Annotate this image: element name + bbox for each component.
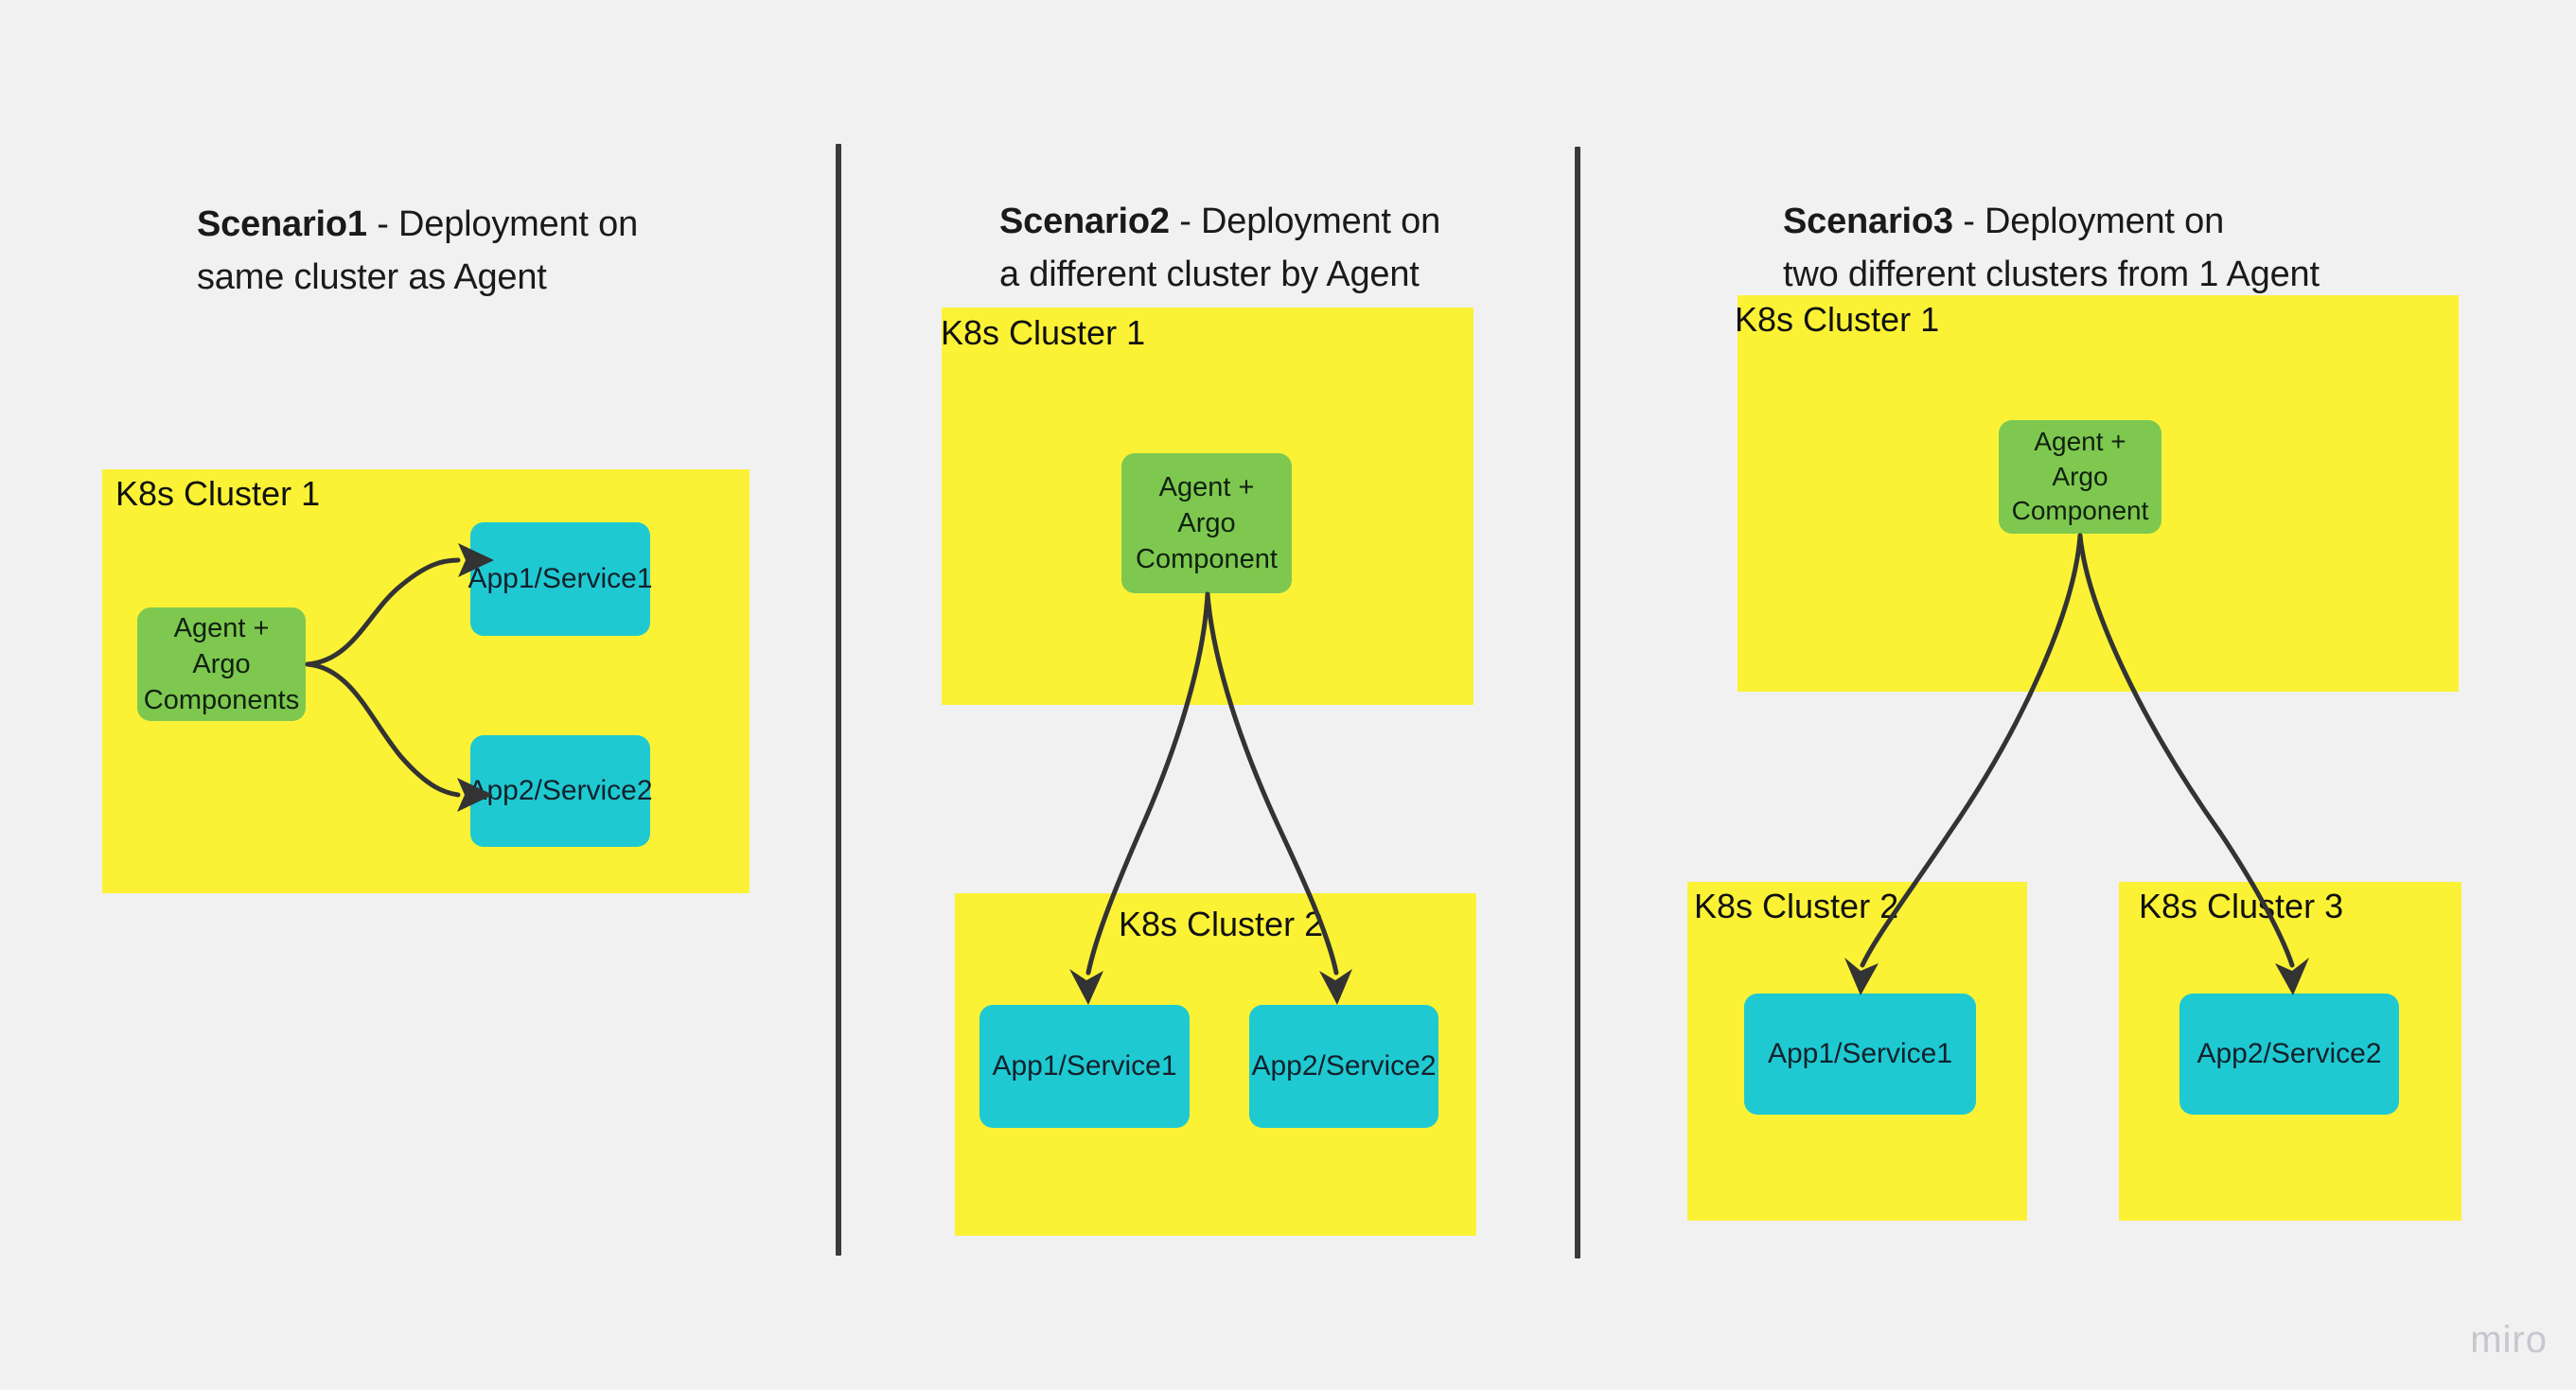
scenario1-title-strong: Scenario1	[197, 204, 367, 245]
scenario1-app2-service2[interactable]: App2/Service2	[468, 735, 653, 847]
scenario2-app1-service1[interactable]: App1/Service1	[979, 1005, 1190, 1128]
scenario3-title: Scenario3 - Deployment on two different …	[1783, 144, 2464, 301]
column-divider-2	[1575, 147, 1580, 1258]
scenario1-cluster-1-label: K8s Cluster 1	[115, 474, 321, 513]
scenario1-title-rest: - Deployment on same cluster as Agent	[197, 204, 639, 297]
scenario3-cluster-2-label: K8s Cluster 2	[1694, 887, 1899, 925]
scenario2-agent-argo-component[interactable]: Agent + Argo Component	[1121, 453, 1292, 593]
scenario2-app2-service2[interactable]: App2/Service2	[1249, 1005, 1438, 1128]
scenario3-app1-service1[interactable]: App1/Service1	[1744, 994, 1976, 1115]
scenario2-title-strong: Scenario2	[999, 202, 1170, 242]
scenario3-cluster-1-label: K8s Cluster 1	[1735, 300, 1940, 339]
scenario2-cluster-2-label: K8s Cluster 2	[1119, 905, 1324, 943]
scenario3-cluster-3-label: K8s Cluster 3	[2139, 887, 2344, 925]
scenario1-title: Scenario1 - Deployment on same cluster a…	[197, 147, 784, 304]
scenario3-title-strong: Scenario3	[1783, 202, 1953, 242]
scenario3-app2-service2[interactable]: App2/Service2	[2179, 994, 2399, 1115]
scenario3-agent-argo-component[interactable]: Agent + Argo Component	[1999, 420, 2161, 534]
scenario3-title-rest: - Deployment on two different clusters f…	[1783, 202, 2320, 294]
scenario1-app1-service1[interactable]: App1/Service1	[468, 522, 653, 636]
scenario2-title-rest: - Deployment on a different cluster by A…	[999, 202, 1441, 294]
miro-watermark: miro	[2470, 1319, 2548, 1361]
scenario2-title: Scenario2 - Deployment on a different cl…	[999, 144, 1605, 301]
scenario1-agent-argo-components[interactable]: Agent + Argo Components	[137, 607, 306, 721]
scenario2-cluster-1-label: K8s Cluster 1	[941, 313, 1146, 352]
column-divider-1	[836, 144, 841, 1256]
